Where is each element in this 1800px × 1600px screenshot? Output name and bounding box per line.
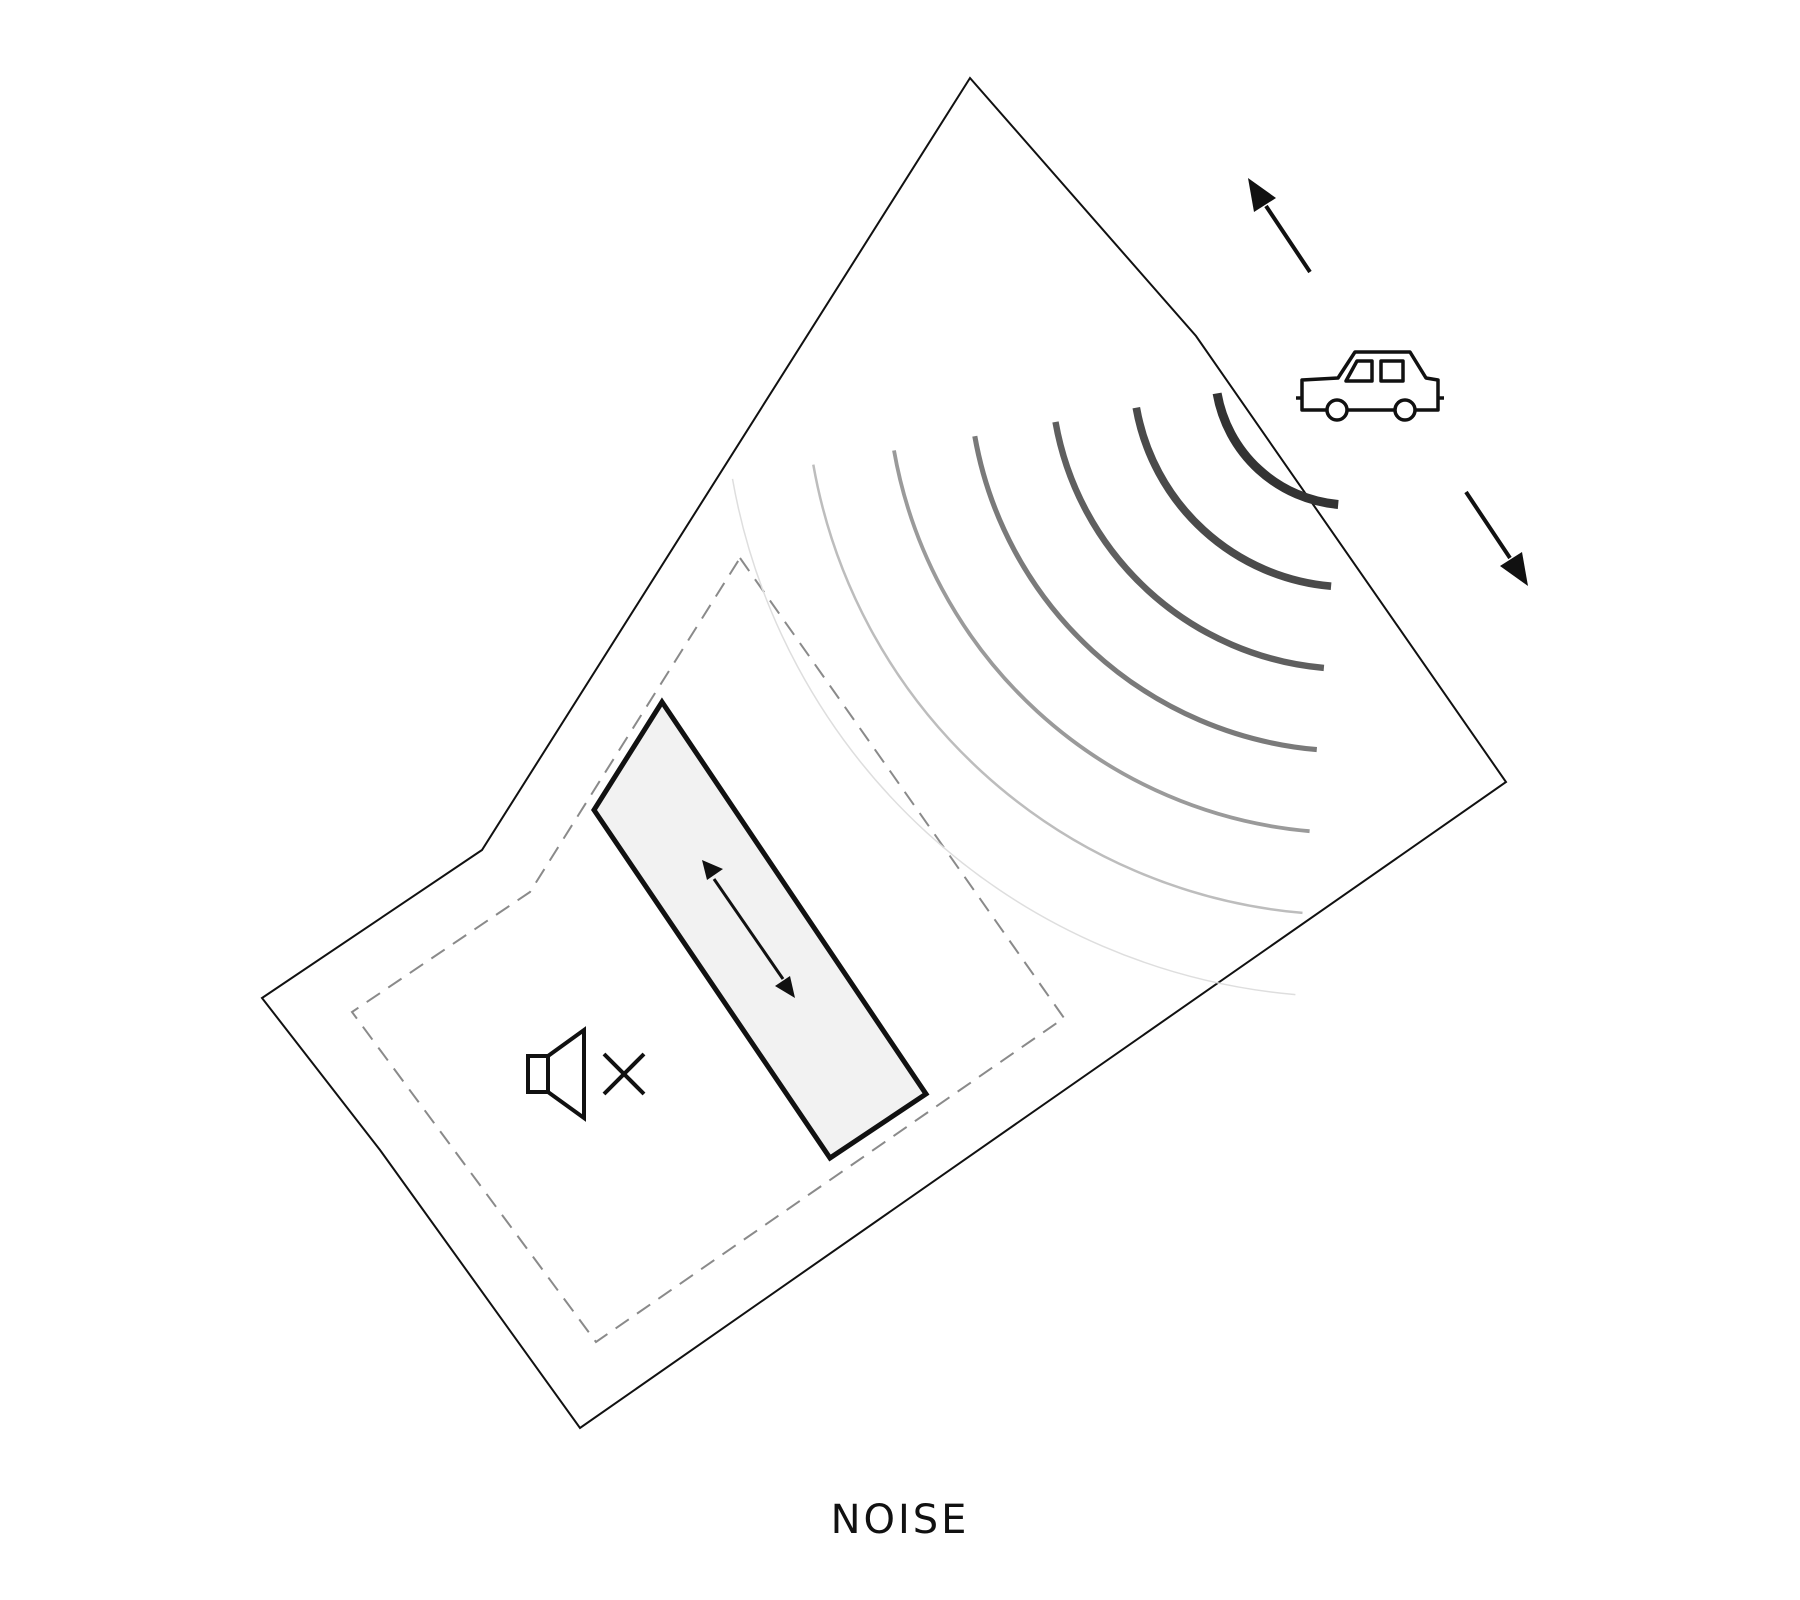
noise-wave-arc: [1132, 407, 1332, 591]
noise-wave-arc: [731, 478, 1296, 996]
speaker-muted-icon: [526, 1026, 646, 1122]
noise-wave-arc: [1052, 421, 1325, 672]
site-boundary: [260, 76, 1508, 1430]
car-icon: [1296, 350, 1444, 422]
arrow-up-left-icon: [1248, 178, 1312, 274]
noise-wave-arc: [972, 435, 1318, 753]
double-arrow-icon: [702, 860, 795, 998]
noise-wave-arc: [1212, 392, 1339, 509]
noise-waves: [731, 392, 1339, 996]
noise-wave-arc: [812, 464, 1303, 915]
arrow-down-right-icon: [1464, 490, 1528, 586]
noise-wave-arc: [892, 450, 1310, 834]
building-block: [591, 697, 930, 1162]
diagram-caption: NOISE: [830, 1497, 970, 1543]
setback-line: [350, 556, 1066, 1344]
